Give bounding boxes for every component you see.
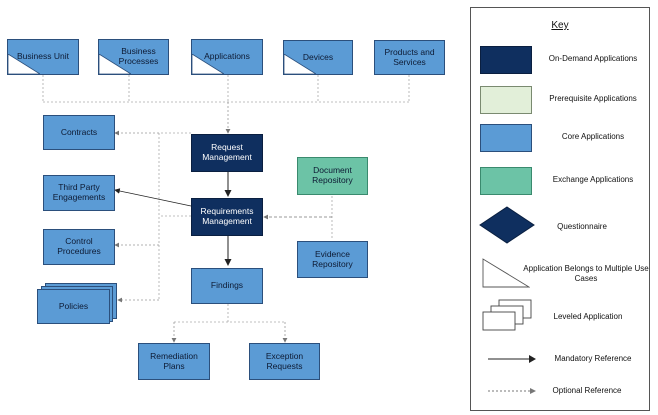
legend-label-on-demand: On-Demand Applications: [548, 54, 638, 63]
node-document-repository[interactable]: Document Repository: [297, 157, 368, 195]
node-devices[interactable]: Devices: [283, 40, 353, 75]
arrow-solid-icon: [488, 355, 536, 363]
node-evidence-repository[interactable]: Evidence Repository: [297, 241, 368, 278]
node-label: Business Processes: [118, 46, 159, 66]
prerequisite-swatch: [480, 86, 532, 114]
exchange-swatch: [480, 167, 532, 195]
legend-label-optional: Optional Reference: [552, 386, 622, 395]
legend-label-multiple-use: Application Belongs to Multiple Use Case…: [523, 264, 649, 283]
multiple-use-cases-icon: [192, 54, 224, 74]
node-label: Document Repository: [312, 165, 353, 185]
leveled-stack-icon: [482, 299, 532, 331]
multiple-use-cases-icon: [284, 54, 316, 74]
node-policies[interactable]: Policies: [37, 289, 110, 324]
legend-label-exchange: Exchange Applications: [552, 175, 634, 184]
node-label: Devices: [302, 51, 334, 62]
node-business-processes[interactable]: Business Processes: [98, 39, 169, 75]
legend-panel: Key On-Demand Applications Prerequisite …: [470, 7, 650, 411]
node-label: Products and Services: [384, 46, 435, 67]
node-label: Request Management: [202, 142, 252, 162]
multiple-use-cases-icon: [99, 54, 131, 74]
node-label: Exception Requests: [265, 350, 304, 371]
triangle-icon: [482, 258, 530, 288]
questionnaire-diamond-icon: [479, 206, 535, 244]
node-label: Control Procedures: [57, 236, 101, 256]
node-label: Requirements Management: [200, 206, 254, 226]
node-label: Remediation Plans: [150, 350, 198, 371]
legend-label-questionnaire: Questionnaire: [557, 222, 607, 231]
node-label: Evidence Repository: [312, 248, 353, 269]
node-control-procedures[interactable]: Control Procedures: [43, 229, 115, 265]
node-business-unit[interactable]: Business Unit: [7, 39, 79, 75]
arrow-dashed-icon: [488, 388, 536, 394]
legend-label-mandatory: Mandatory Reference: [554, 354, 632, 363]
node-contracts[interactable]: Contracts: [43, 115, 115, 150]
node-label: Third Party Engagements: [52, 182, 106, 202]
node-label: Policies: [58, 300, 89, 311]
node-label: Applications: [204, 51, 250, 62]
core-swatch: [480, 124, 532, 152]
legend-label-prerequisite: Prerequisite Applications: [549, 94, 637, 103]
node-findings[interactable]: Findings: [191, 268, 263, 304]
legend-label-core: Core Applications: [561, 132, 625, 141]
node-label: Findings: [210, 280, 244, 291]
legend-title: Key: [551, 20, 569, 31]
on-demand-swatch: [480, 46, 532, 74]
node-remediation-plans[interactable]: Remediation Plans: [138, 343, 210, 380]
node-applications[interactable]: Applications: [191, 39, 263, 75]
multiple-use-cases-icon: [8, 54, 40, 74]
legend-label-leveled: Leveled Application: [553, 312, 623, 321]
node-products-services[interactable]: Products and Services: [374, 40, 445, 75]
node-request-management[interactable]: Request Management: [191, 134, 263, 172]
node-label: Contracts: [60, 126, 98, 137]
node-requirements-management[interactable]: Requirements Management: [191, 198, 263, 236]
node-label: Business Unit: [17, 51, 69, 62]
node-exception-requests[interactable]: Exception Requests: [249, 343, 320, 380]
node-third-party-engagements[interactable]: Third Party Engagements: [43, 175, 115, 211]
